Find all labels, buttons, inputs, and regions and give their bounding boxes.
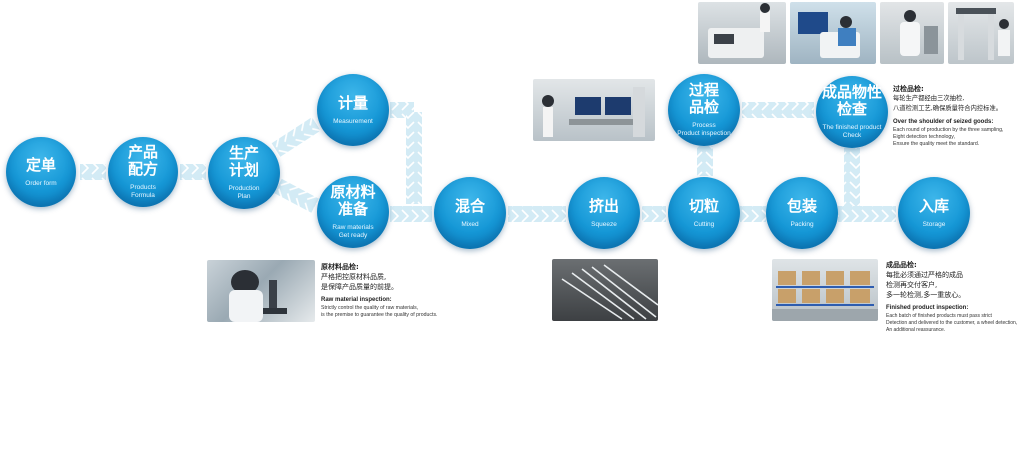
node-mixed-en: Mixed <box>461 220 479 228</box>
warehouse-pallets-photo <box>772 259 878 321</box>
node-process-inspection: 过程 品检 Process Product inspection <box>668 74 740 146</box>
node-process-inspection-zh: 过程 品检 <box>688 81 719 116</box>
arrow-measure-down <box>406 112 422 204</box>
note-raw-title: 原材料品检: <box>321 263 359 271</box>
note-finished-title: 成品品检: <box>886 261 917 269</box>
note-seized-goods-inspection: 过检品检: 每轮生产都经由三次抽检, 八道检测工艺,确保质量符合内控标准。 Ov… <box>893 84 1026 148</box>
node-raw-materials-zh: 原材料 准备 <box>330 183 376 218</box>
node-measurement-zh: 计量 <box>337 93 368 112</box>
extrusion-strands-photo <box>552 259 658 321</box>
arrow-squeeze-cutting <box>642 206 666 222</box>
arrow-cutting-packing <box>740 206 766 222</box>
node-packing-en: Packing <box>790 220 814 228</box>
note-seized-en-body: Each round of production by the three sa… <box>893 127 1004 147</box>
node-cutting: 切粒 Cutting <box>668 177 740 249</box>
note-seized-title: 过检品检: <box>893 85 924 93</box>
arrow-check-down <box>844 148 860 210</box>
tensile-machine-photo <box>948 2 1014 64</box>
note-raw-en-title: Raw material inspection: <box>321 297 392 303</box>
node-storage-zh: 入库 <box>918 196 949 215</box>
node-squeeze: 挤出 Squeeze <box>568 177 640 249</box>
note-seized-body: 每轮生产都经由三次抽检, 八道检测工艺,确保质量符合内控标准。 <box>893 95 1003 112</box>
node-order-form-en: Order form <box>25 179 57 187</box>
arrow-process-cutting <box>697 146 713 176</box>
lab-technician-microscope-photo <box>207 260 315 322</box>
node-production-plan-en: Production Plan <box>228 185 260 200</box>
arrow-plan-raw <box>274 178 319 213</box>
node-measurement-en: Measurement <box>333 117 373 125</box>
arrow-packing-storage <box>838 206 896 222</box>
node-packing: 包装 Packing <box>766 177 838 249</box>
node-finished-product-check-en: The finished product Check <box>822 124 882 139</box>
node-products-formula: 产品 配方 Products Formula <box>108 137 178 207</box>
arrow-process-check <box>742 102 814 118</box>
note-finished-en-body: Each batch of finished products must pas… <box>886 313 1018 333</box>
lab-worker-photo <box>880 2 944 64</box>
node-packing-zh: 包装 <box>786 196 817 215</box>
node-storage-en: Storage <box>922 220 946 228</box>
arrow-mixed-squeeze <box>508 206 566 222</box>
node-production-plan-zh: 生产 计划 <box>228 144 259 179</box>
node-raw-materials: 原材料 准备 Raw materials Get ready <box>317 176 389 248</box>
node-measurement: 计量 Measurement <box>317 74 389 146</box>
note-raw-body: 严格把控原材料品质, 是保障产品质量的前提。 <box>321 273 398 291</box>
note-raw-en-body: Strictly control the quality of raw mate… <box>321 305 438 318</box>
node-squeeze-zh: 挤出 <box>588 196 619 215</box>
computer-workstation-lab-photo <box>533 79 655 141</box>
note-raw-material-inspection: 原材料品检: 严格把控原材料品质, 是保障产品质量的前提。 Raw materi… <box>321 262 471 319</box>
node-mixed-zh: 混合 <box>454 196 485 215</box>
note-finished-product-inspection: 成品品检: 每批必须通过严格的成品 检测再交付客户, 多一轮检测,多一重放心。 … <box>886 260 1026 334</box>
node-mixed: 混合 Mixed <box>434 177 506 249</box>
node-order-form: 定单 Order form <box>6 137 76 207</box>
arrow-raw-mixed <box>390 206 432 222</box>
node-process-inspection-en: Process Product inspection <box>677 122 731 137</box>
node-production-plan: 生产 计划 Production Plan <box>208 137 280 209</box>
note-finished-body: 每批必须通过严格的成品 检测再交付客户, 多一轮检测,多一重放心。 <box>886 271 966 299</box>
node-products-formula-zh: 产品 配方 <box>127 143 158 178</box>
arrow-plan-measure <box>271 117 321 157</box>
node-storage: 入库 Storage <box>898 177 970 249</box>
node-cutting-zh: 切粒 <box>688 196 719 215</box>
node-products-formula-en: Products Formula <box>130 184 156 199</box>
node-finished-product-check-zh: 成品物性 检查 <box>821 83 882 118</box>
note-finished-en-title: Finished product inspection: <box>886 305 969 311</box>
node-order-form-zh: 定单 <box>25 155 56 174</box>
arrow-formula-plan <box>180 164 206 180</box>
node-squeeze-en: Squeeze <box>591 220 617 228</box>
arrow-order-formula <box>80 164 106 180</box>
note-seized-en-title: Over the shoulder of seized goods: <box>893 119 994 125</box>
node-raw-materials-en: Raw materials Get ready <box>332 224 374 239</box>
testing-instrument-photo <box>698 2 786 64</box>
node-finished-product-check: 成品物性 检查 The finished product Check <box>816 76 888 148</box>
node-cutting-en: Cutting <box>693 220 715 228</box>
operator-testing-photo <box>790 2 876 64</box>
